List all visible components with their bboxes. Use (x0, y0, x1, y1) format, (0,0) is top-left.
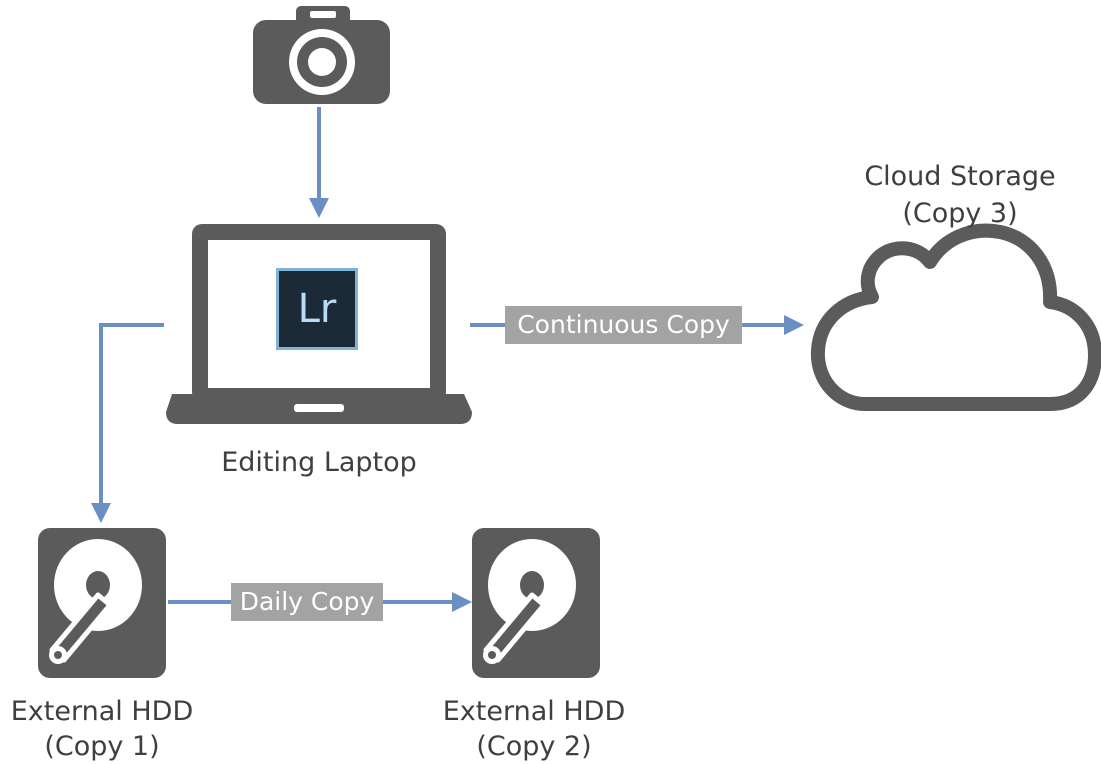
laptop-icon (166, 224, 472, 424)
cloud-storage-label: Cloud Storage (864, 161, 1056, 192)
hdd1-copy-label: (Copy 1) (44, 731, 160, 762)
hdd2-label: External HDD (442, 696, 626, 727)
cloud-copy-label: (Copy 3) (902, 198, 1018, 229)
cloud-icon (810, 223, 1101, 411)
laptop-to-hdd1-arrow (91, 323, 164, 523)
daily-copy-label: Daily Copy (231, 583, 383, 621)
hdd2-copy-label: (Copy 2) (476, 731, 592, 762)
lightroom-app-icon: Lr (276, 268, 358, 350)
hard-drive-icon (472, 528, 600, 678)
app-icon-text: Lr (297, 286, 337, 332)
hdd1-label: External HDD (10, 696, 194, 727)
editing-laptop-label: Editing Laptop (221, 447, 417, 478)
continuous-copy-label: Continuous Copy (505, 306, 742, 344)
camera-icon (253, 6, 390, 104)
hard-drive-icon (38, 528, 166, 678)
